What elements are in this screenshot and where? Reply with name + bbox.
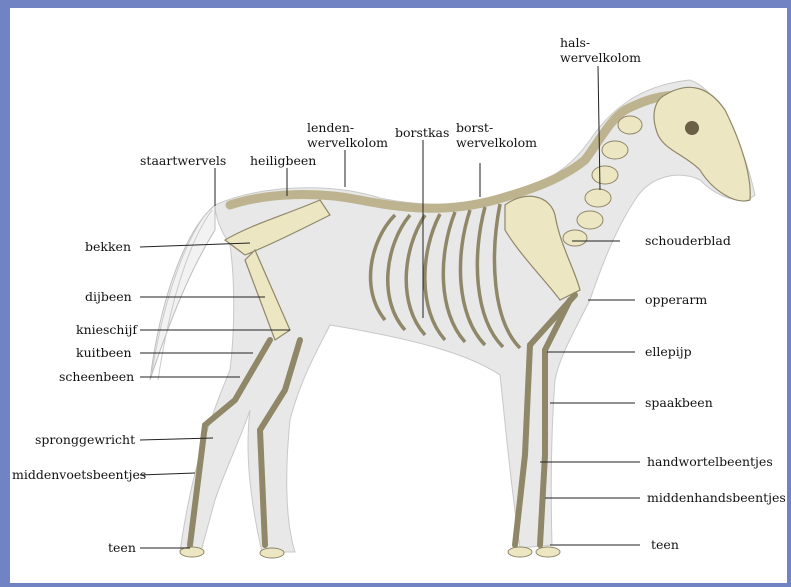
label-borstkas: borstkas [395, 126, 449, 140]
label-hals-wervelkolom: wervelkolom [560, 51, 641, 65]
label-knieschijf: knieschijf [76, 323, 137, 337]
label-middenhandsbeentjes: middenhandsbeentjes [647, 491, 786, 505]
label-spronggewricht: spronggewricht [35, 433, 135, 447]
label-bekken: bekken [85, 240, 131, 254]
label-dijbeen: dijbeen [85, 290, 132, 304]
tail [150, 205, 215, 380]
label-schouderblad: schouderblad [645, 234, 731, 248]
label-staartwervels: staartwervels [140, 154, 226, 168]
label-scheenbeen: scheenbeen [59, 370, 134, 384]
label-borst: borst- [456, 121, 493, 135]
label-kuitbeen: kuitbeen [76, 346, 132, 360]
label-lenden: lenden- [307, 121, 354, 135]
hooves [180, 547, 560, 558]
label-hals: hals- [560, 36, 590, 50]
label-lenden-wervelkolom: wervelkolom [307, 136, 388, 150]
skull [654, 87, 750, 201]
label-middenvoetsbeentjes: middenvoetsbeentjes [12, 468, 146, 482]
label-ellepijp: ellepijp [645, 345, 692, 359]
label-teen-front: teen [651, 538, 679, 552]
label-teen-hind: teen [108, 541, 136, 555]
label-handwortelbeentjes: handwortelbeentjes [647, 455, 773, 469]
label-opperarm: opperarm [645, 293, 707, 307]
label-heiligbeen: heiligbeen [250, 154, 316, 168]
label-borst-wervelkolom: wervelkolom [456, 136, 537, 150]
label-spaakbeen: spaakbeen [645, 396, 713, 410]
eye-socket [685, 121, 699, 135]
